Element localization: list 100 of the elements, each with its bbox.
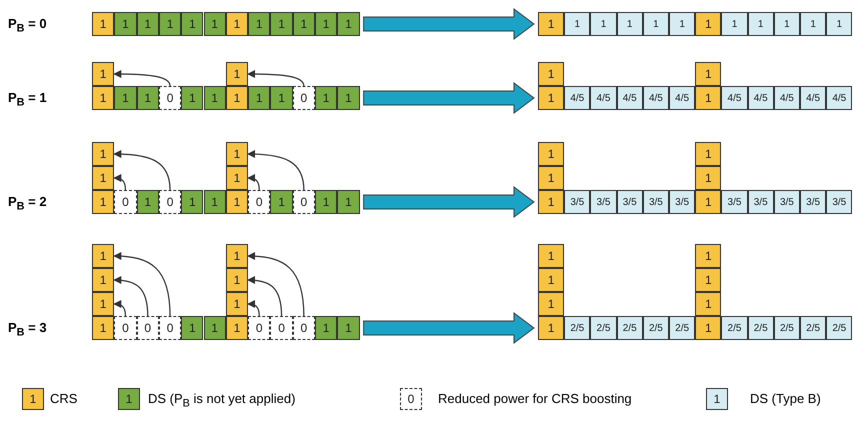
reduced-power-block: 0 xyxy=(158,190,182,214)
type-b-block: 4/5 xyxy=(748,86,774,110)
crs-block: 1 xyxy=(538,142,564,166)
data-block: 1 xyxy=(315,316,338,340)
reduced-power-block: 0 xyxy=(292,190,315,214)
crs-block: 1 xyxy=(538,190,564,214)
type-b-block: 2/5 xyxy=(564,316,590,340)
crs-block: 1 xyxy=(92,190,114,214)
type-b-block: 2/5 xyxy=(774,316,800,340)
crs-block: 1 xyxy=(226,62,248,86)
data-block: 1 xyxy=(158,12,182,36)
legend-text: CRS xyxy=(50,391,78,406)
arrow xyxy=(113,70,171,86)
crs-block: 1 xyxy=(92,62,114,86)
type-b-block: 4/5 xyxy=(774,86,800,110)
type-b-block: 4/5 xyxy=(826,86,852,110)
arrow xyxy=(113,174,126,190)
type-b-block: 1 xyxy=(748,12,774,36)
crs-block: 1 xyxy=(92,12,114,36)
crs-block: 1 xyxy=(538,244,564,268)
arrow xyxy=(113,276,148,316)
data-block: 1 xyxy=(136,86,159,110)
arrow xyxy=(247,70,304,86)
crs-block: 1 xyxy=(92,166,114,190)
arrow xyxy=(113,252,171,316)
reduced-power-block: 0 xyxy=(248,316,270,340)
crs-block: 1 xyxy=(538,268,564,292)
type-b-block: 2/5 xyxy=(721,316,748,340)
crs-block: 1 xyxy=(92,268,114,292)
type-b-block: 3/5 xyxy=(800,190,826,214)
arrow xyxy=(363,8,535,40)
crs-block: 1 xyxy=(695,12,722,36)
data-block: 1 xyxy=(337,12,360,36)
data-block: 1 xyxy=(204,190,226,214)
type-b-block: 3/5 xyxy=(616,190,643,214)
crs-block: 1 xyxy=(695,62,722,86)
arrow xyxy=(247,174,260,190)
type-b-block: 2/5 xyxy=(590,316,617,340)
crs-block: 1 xyxy=(226,316,248,340)
data-block: 1 xyxy=(315,190,338,214)
data-block: 1 xyxy=(315,12,338,36)
type-b-block: 3/5 xyxy=(748,190,774,214)
arrow xyxy=(113,150,171,190)
data-block: 1 xyxy=(114,86,137,110)
crs-block: 1 xyxy=(538,166,564,190)
crs-block: 1 xyxy=(538,292,564,316)
crs-block: 1 xyxy=(92,86,114,110)
crs-block: 1 xyxy=(92,142,114,166)
crs-block: 1 xyxy=(226,86,248,110)
type-b-block: 3/5 xyxy=(826,190,852,214)
type-b-block: 3/5 xyxy=(642,190,669,214)
type-b-block: 2/5 xyxy=(826,316,852,340)
data-block: 1 xyxy=(136,190,159,214)
data-block: 1 xyxy=(181,12,204,36)
crs-block: 1 xyxy=(695,268,722,292)
data-block: 1 xyxy=(136,12,159,36)
data-block: 1 xyxy=(204,316,226,340)
data-block: 1 xyxy=(337,316,360,340)
arrow xyxy=(247,276,282,316)
crs-block: 1 xyxy=(695,166,722,190)
type-b-block: 1 xyxy=(774,12,800,36)
reduced-power-block: 0 xyxy=(270,316,293,340)
row-label: P$_{B}$ = 1 xyxy=(8,90,47,109)
data-block: 1 xyxy=(204,12,226,36)
legend-text: Reduced power for CRS boosting xyxy=(438,391,632,406)
type-b-block: 1 xyxy=(669,12,696,36)
legend-swatch: 0 xyxy=(400,388,422,410)
crs-block: 1 xyxy=(226,244,248,268)
type-b-block: 4/5 xyxy=(800,86,826,110)
crs-block: 1 xyxy=(92,316,114,340)
type-b-block: 4/5 xyxy=(590,86,617,110)
arrow xyxy=(247,252,304,316)
type-b-block: 4/5 xyxy=(564,86,590,110)
data-block: 1 xyxy=(270,12,293,36)
reduced-power-block: 0 xyxy=(292,86,315,110)
data-block: 1 xyxy=(270,190,293,214)
reduced-power-block: 0 xyxy=(114,316,137,340)
arrow xyxy=(247,300,260,316)
crs-block: 1 xyxy=(695,244,722,268)
type-b-block: 3/5 xyxy=(590,190,617,214)
reduced-power-block: 0 xyxy=(248,190,270,214)
crs-block: 1 xyxy=(695,86,722,110)
type-b-block: 4/5 xyxy=(642,86,669,110)
type-b-block: 1 xyxy=(721,12,748,36)
type-b-block: 1 xyxy=(642,12,669,36)
data-block: 1 xyxy=(181,190,204,214)
data-block: 1 xyxy=(248,86,270,110)
legend-text: DS (Type B) xyxy=(750,391,821,406)
type-b-block: 3/5 xyxy=(774,190,800,214)
type-b-block: 2/5 xyxy=(748,316,774,340)
data-block: 1 xyxy=(337,86,360,110)
crs-block: 1 xyxy=(226,12,248,36)
type-b-block: 1 xyxy=(616,12,643,36)
crs-block: 1 xyxy=(226,268,248,292)
reduced-power-block: 0 xyxy=(292,316,315,340)
arrow xyxy=(363,312,535,344)
type-b-block: 3/5 xyxy=(721,190,748,214)
crs-block: 1 xyxy=(538,12,564,36)
type-b-block: 4/5 xyxy=(616,86,643,110)
arrow xyxy=(247,150,304,190)
